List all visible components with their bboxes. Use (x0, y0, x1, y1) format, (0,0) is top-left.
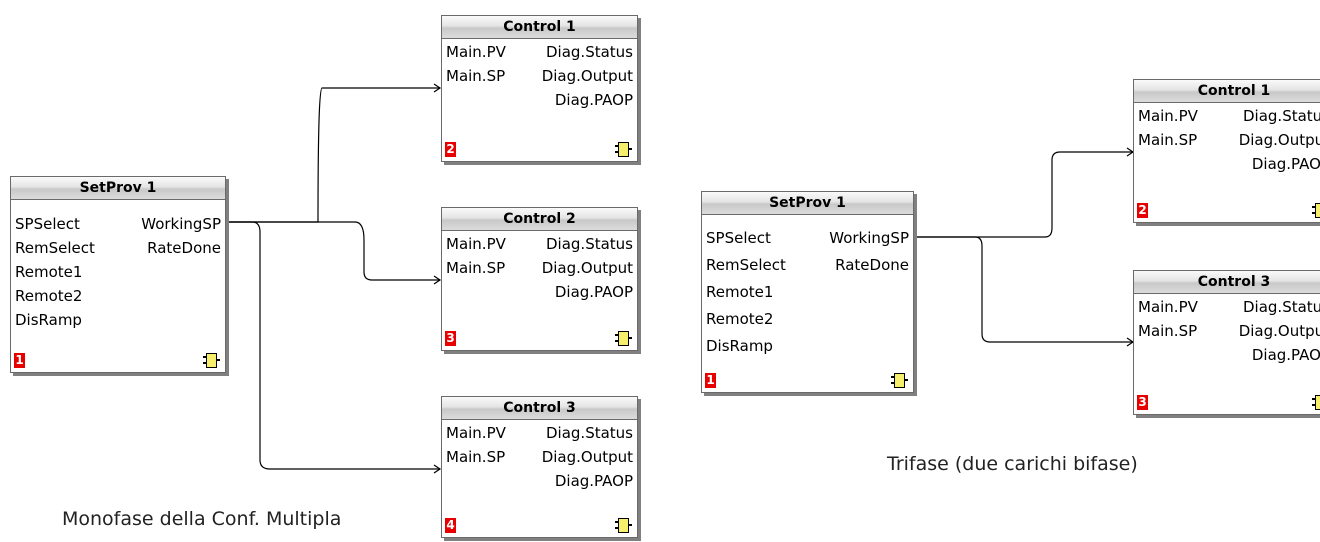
output-port[interactable]: WorkingSP (141, 215, 221, 233)
function-block-icon (891, 373, 908, 388)
left-caption: Monofase della Conf. Multipla (62, 508, 342, 530)
output-port[interactable]: Diag.Output (1238, 131, 1320, 149)
wire-setprov2-to-control3 (913, 236, 1133, 343)
function-block-icon (615, 331, 632, 346)
output-port[interactable]: Diag.PAOP (1251, 346, 1320, 364)
execution-order-badge: 3 (445, 331, 456, 346)
input-port[interactable]: Remote2 (15, 287, 83, 305)
input-port[interactable]: Main.SP (1138, 131, 1198, 149)
function-block-icon (203, 353, 220, 368)
output-port[interactable]: Diag.PAOP (554, 472, 633, 490)
block-title: Control 3 (1134, 271, 1320, 294)
control3-block[interactable]: Control 3 Main.PV Diag.Status Main.SP Diag… (441, 396, 638, 538)
input-port[interactable]: SPSelect (15, 215, 80, 233)
input-port[interactable]: RemSelect (706, 256, 786, 274)
block-title: Control 1 (442, 16, 637, 39)
setprov-block[interactable]: SetProv 1 SPSelect WorkingSP RemSelect Rat… (10, 176, 226, 373)
output-port[interactable]: RateDone (835, 256, 909, 274)
execution-order-badge: 2 (445, 142, 456, 157)
execution-order-badge: 1 (705, 373, 716, 388)
output-port[interactable]: Diag.PAOP (554, 283, 633, 301)
input-port[interactable]: Main.PV (1138, 107, 1198, 125)
input-port[interactable]: Remote1 (706, 283, 774, 301)
input-port[interactable]: Main.SP (1138, 322, 1198, 340)
block-title: SetProv 1 (11, 177, 225, 200)
execution-order-badge: 1 (14, 353, 25, 368)
wire-setprov-to-control3 (225, 221, 440, 470)
block-title: Control 2 (442, 208, 637, 231)
wire-setprov-to-control1 (225, 87, 440, 223)
control1-block[interactable]: Control 1 Main.PV Diag.Status Main.SP Diag… (1133, 79, 1320, 223)
block-title: Control 1 (1134, 80, 1320, 103)
function-block-icon (1312, 203, 1320, 218)
input-port[interactable]: SPSelect (706, 229, 771, 247)
input-port[interactable]: Main.PV (1138, 298, 1198, 316)
input-port[interactable]: Remote2 (706, 310, 774, 328)
execution-order-badge: 3 (1137, 395, 1148, 410)
output-port[interactable]: Diag.Status (546, 235, 633, 253)
wire-setprov-to-control2 (225, 221, 440, 281)
output-port[interactable]: Diag.Status (546, 43, 633, 61)
arrow-control2 (433, 275, 442, 285)
input-port[interactable]: Main.PV (446, 235, 506, 253)
arrow-control1 (433, 83, 442, 93)
output-port[interactable]: Diag.PAOP (1251, 155, 1320, 173)
setprov-block[interactable]: SetProv 1 SPSelect WorkingSP RemSelect Rat… (701, 191, 914, 393)
input-port[interactable]: Remote1 (15, 263, 83, 281)
control2-block[interactable]: Control 2 Main.PV Diag.Status Main.SP Diag… (441, 207, 638, 351)
output-port[interactable]: Diag.Output (541, 259, 633, 277)
control3-block[interactable]: Control 3 Main.PV Diag.Status Main.SP Diag… (1133, 270, 1320, 415)
output-port[interactable]: Diag.PAOP (554, 91, 633, 109)
function-block-icon (615, 518, 632, 533)
input-port[interactable]: RemSelect (15, 239, 95, 257)
arrow-control3 (433, 464, 442, 474)
block-title: SetProv 1 (702, 192, 913, 215)
execution-order-badge: 2 (1137, 203, 1148, 218)
function-block-icon (1312, 395, 1320, 410)
input-port[interactable]: Main.PV (446, 43, 506, 61)
output-port[interactable]: Diag.Status (546, 424, 633, 442)
execution-order-badge: 4 (445, 518, 456, 533)
right-caption: Trifase (due carichi bifase) (887, 453, 1138, 475)
wire-setprov2-to-control1 (913, 151, 1133, 238)
input-port[interactable]: Main.SP (446, 67, 506, 85)
output-port[interactable]: Diag.Output (541, 67, 633, 85)
output-port[interactable]: Diag.Status (1243, 298, 1320, 316)
output-port[interactable]: WorkingSP (829, 229, 909, 247)
output-port[interactable]: Diag.Output (541, 448, 633, 466)
output-port[interactable]: RateDone (147, 239, 221, 257)
block-title: Control 3 (442, 397, 637, 420)
input-port[interactable]: DisRamp (706, 337, 773, 355)
function-block-icon (615, 142, 632, 157)
output-port[interactable]: Diag.Status (1243, 107, 1320, 125)
input-port[interactable]: Main.SP (446, 259, 506, 277)
output-port[interactable]: Diag.Output (1238, 322, 1320, 340)
control1-block[interactable]: Control 1 Main.PV Diag.Status Main.SP Diag… (441, 15, 638, 162)
input-port[interactable]: DisRamp (15, 311, 82, 329)
input-port[interactable]: Main.SP (446, 448, 506, 466)
input-port[interactable]: Main.PV (446, 424, 506, 442)
